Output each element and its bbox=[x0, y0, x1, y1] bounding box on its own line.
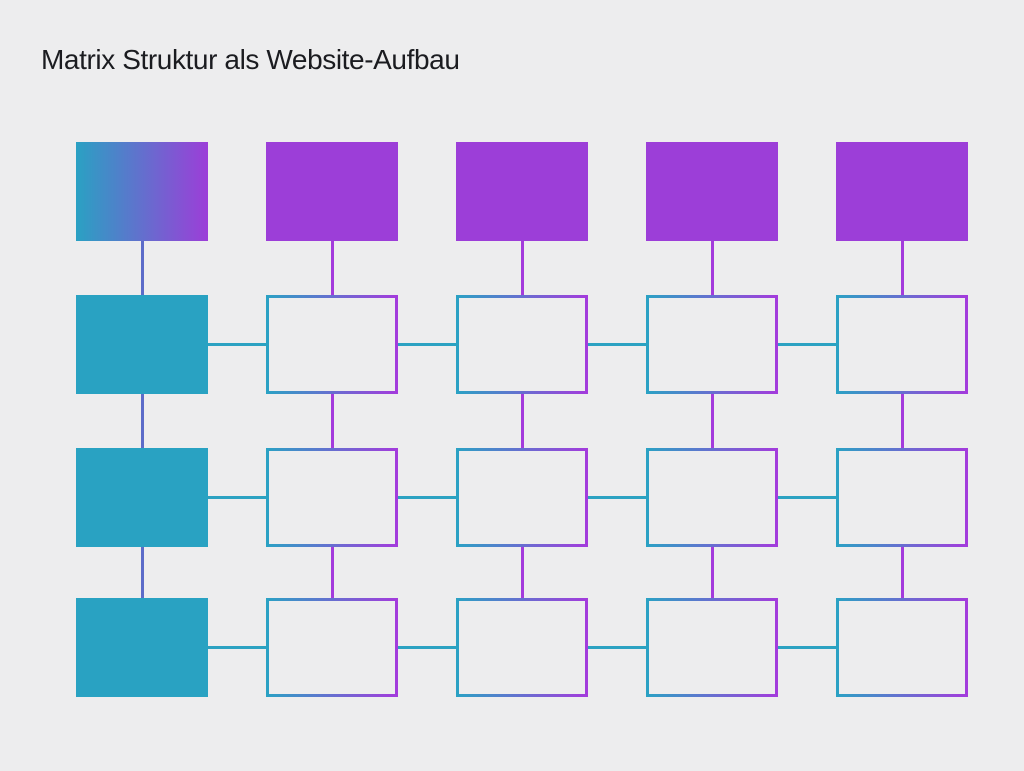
matrix-node-r3c3 bbox=[456, 448, 588, 547]
connector-h-row3-col2to3 bbox=[398, 496, 456, 499]
connector-v-col3-row3to4 bbox=[520, 547, 524, 598]
connector-v-col4-row1to2 bbox=[710, 241, 714, 295]
matrix-node-fill bbox=[839, 451, 965, 544]
matrix-node-r3c1 bbox=[76, 448, 208, 547]
matrix-node-r4c5 bbox=[836, 598, 968, 697]
diagram-title: Matrix Struktur als Website-Aufbau bbox=[41, 44, 460, 75]
connector-v-col3-row2to3 bbox=[520, 394, 524, 448]
matrix-node-r4c1 bbox=[76, 598, 208, 697]
matrix-node-fill bbox=[839, 298, 965, 391]
connector-v-col5-row1to2 bbox=[900, 241, 904, 295]
matrix-node-fill bbox=[839, 601, 965, 694]
matrix-node-r2c1 bbox=[76, 295, 208, 394]
connector-v-col5-row2to3 bbox=[900, 394, 904, 448]
matrix-node-r4c2 bbox=[266, 598, 398, 697]
connector-v-col1-row2to3 bbox=[140, 394, 144, 448]
connector-v-col4-row3to4 bbox=[710, 547, 714, 598]
connector-v-col2-row2to3 bbox=[330, 394, 334, 448]
matrix-node-fill bbox=[459, 451, 585, 544]
matrix-node-fill bbox=[459, 601, 585, 694]
connector-h-row3-col1to2 bbox=[208, 496, 266, 499]
connector-v-col1-row3to4 bbox=[140, 547, 144, 598]
connector-v-col5-row3to4 bbox=[900, 547, 904, 598]
matrix-node-r1c5 bbox=[836, 142, 968, 241]
connector-h-row2-col4to5 bbox=[778, 343, 836, 346]
matrix-node-r2c4 bbox=[646, 295, 778, 394]
connector-h-row3-col3to4 bbox=[588, 496, 646, 499]
matrix-node-fill bbox=[269, 451, 395, 544]
connector-h-row4-col1to2 bbox=[208, 646, 266, 649]
matrix-node-fill bbox=[269, 601, 395, 694]
matrix-node-fill bbox=[649, 451, 775, 544]
matrix-node-r3c4 bbox=[646, 448, 778, 547]
matrix-node-fill bbox=[649, 298, 775, 391]
connector-v-col3-row1to2 bbox=[520, 241, 524, 295]
matrix-node-r2c3 bbox=[456, 295, 588, 394]
matrix-node-r1c3 bbox=[456, 142, 588, 241]
connector-h-row2-col1to2 bbox=[208, 343, 266, 346]
matrix-node-fill bbox=[269, 298, 395, 391]
connector-h-row4-col4to5 bbox=[778, 646, 836, 649]
connector-v-col1-row1to2 bbox=[140, 241, 144, 295]
matrix-node-fill bbox=[459, 298, 585, 391]
connector-h-row4-col2to3 bbox=[398, 646, 456, 649]
matrix-node-r2c2 bbox=[266, 295, 398, 394]
matrix-node-r2c5 bbox=[836, 295, 968, 394]
matrix-node-r3c5 bbox=[836, 448, 968, 547]
matrix-node-r1c2 bbox=[266, 142, 398, 241]
connector-v-col2-row1to2 bbox=[330, 241, 334, 295]
connector-h-row2-col3to4 bbox=[588, 343, 646, 346]
connector-h-row3-col4to5 bbox=[778, 496, 836, 499]
matrix-node-r3c2 bbox=[266, 448, 398, 547]
matrix-node-r4c3 bbox=[456, 598, 588, 697]
connector-v-col2-row3to4 bbox=[330, 547, 334, 598]
connector-h-row4-col3to4 bbox=[588, 646, 646, 649]
matrix-node-fill bbox=[649, 601, 775, 694]
matrix-node-r1c1 bbox=[76, 142, 208, 241]
matrix-node-r4c4 bbox=[646, 598, 778, 697]
matrix-node-r1c4 bbox=[646, 142, 778, 241]
connector-h-row2-col2to3 bbox=[398, 343, 456, 346]
connector-v-col4-row2to3 bbox=[710, 394, 714, 448]
